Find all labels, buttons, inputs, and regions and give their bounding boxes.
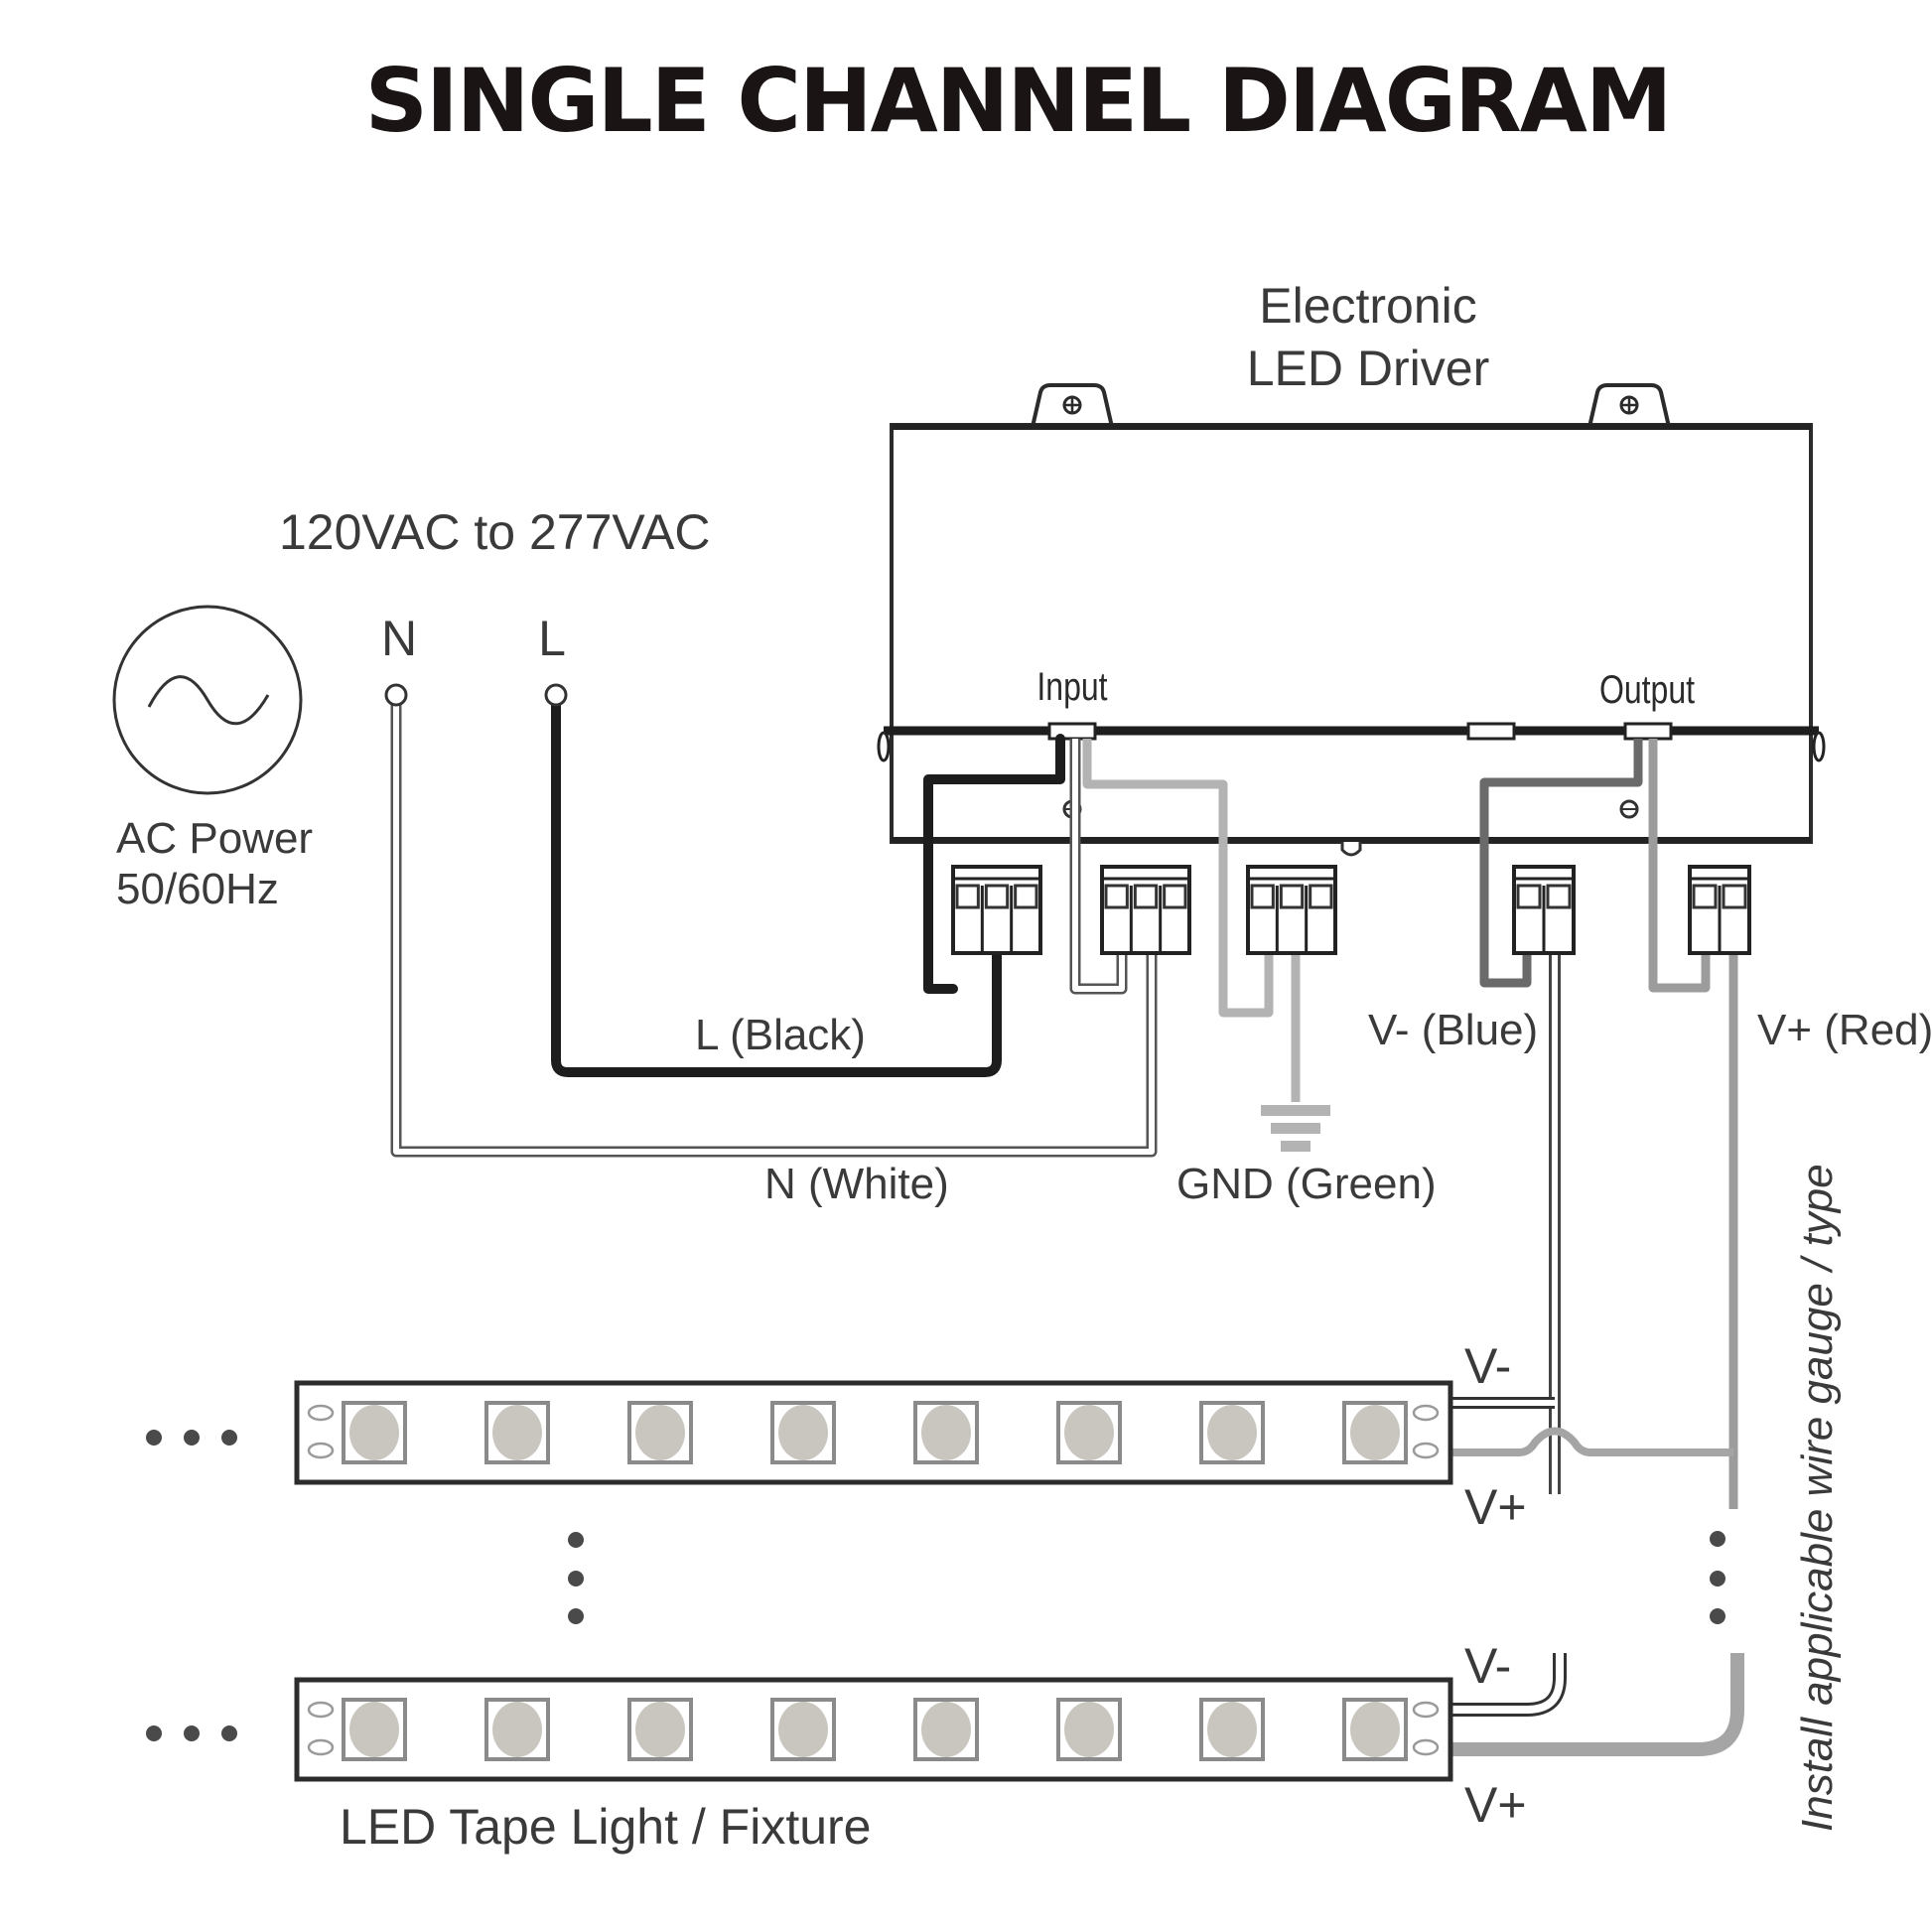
led-chip bbox=[1056, 1401, 1122, 1464]
wire-vminus-label: V- (Blue) bbox=[1368, 1006, 1538, 1054]
ac-sine-wave-icon bbox=[147, 675, 270, 726]
terminal-block-vminus bbox=[1512, 865, 1576, 955]
led-chip bbox=[1342, 1401, 1408, 1464]
driver-label-line1: Electronic bbox=[1259, 278, 1477, 334]
neutral-terminal bbox=[384, 683, 408, 707]
ellipsis-icon bbox=[568, 1532, 584, 1624]
output-label: Output bbox=[1599, 667, 1695, 712]
led-chip bbox=[627, 1401, 693, 1464]
ellipsis-icon bbox=[146, 1430, 237, 1446]
led-chip bbox=[342, 1698, 407, 1761]
terminal-block-vplus bbox=[1688, 865, 1751, 955]
led-chip bbox=[1056, 1698, 1122, 1761]
led-chip bbox=[484, 1698, 550, 1761]
ellipsis-icon bbox=[146, 1725, 237, 1741]
wire-ground-label: GND (Green) bbox=[1176, 1160, 1437, 1208]
output-port bbox=[1623, 722, 1673, 741]
terminal-block-line bbox=[951, 865, 1042, 955]
ac-power-source bbox=[112, 605, 303, 795]
wire-line-internal bbox=[923, 734, 1065, 994]
voltage-range-label: 120VAC to 277VAC bbox=[279, 504, 711, 560]
line-terminal-label: L bbox=[538, 611, 566, 666]
led-driver: Input Output bbox=[877, 383, 1826, 857]
led-chip bbox=[484, 1401, 550, 1464]
input-label: Input bbox=[1036, 664, 1107, 709]
line-terminal bbox=[544, 683, 568, 707]
strip1-vminus-label: V- bbox=[1464, 1338, 1511, 1394]
strip1-vplus-wire bbox=[1450, 1427, 1733, 1456]
wire-note: Install applicable wire gauge / type bbox=[1793, 1164, 1842, 1832]
driver-label-line2: LED Driver bbox=[1247, 341, 1489, 396]
ac-frequency-label: 50/60Hz bbox=[116, 865, 279, 913]
strip1-vplus-label: V+ bbox=[1464, 1479, 1527, 1535]
ellipsis-icon bbox=[1710, 1531, 1725, 1624]
led-chip bbox=[913, 1698, 979, 1761]
wire-ground-internal bbox=[1082, 739, 1274, 1018]
mounting-tab-right bbox=[1587, 383, 1671, 428]
mounting-tab-left bbox=[1031, 383, 1114, 428]
led-chip bbox=[1199, 1401, 1265, 1464]
led-chip bbox=[1342, 1698, 1408, 1761]
terminal-block-ground bbox=[1246, 865, 1337, 955]
driver-housing bbox=[890, 423, 1813, 844]
diagram-title: SINGLE CHANNEL DIAGRAM bbox=[365, 50, 1671, 152]
screw-icon bbox=[1062, 395, 1082, 415]
led-chip bbox=[770, 1698, 836, 1761]
led-chip bbox=[770, 1401, 836, 1464]
screw-icon bbox=[1619, 395, 1639, 415]
ground-icon bbox=[1261, 1105, 1330, 1152]
wire-line-label: L (Black) bbox=[695, 1011, 866, 1059]
wire-vplus-label: V+ (Red) bbox=[1757, 1006, 1932, 1054]
strip2-vplus-wire bbox=[1450, 1653, 1744, 1756]
led-tape-strip bbox=[294, 1380, 1453, 1485]
wire-line bbox=[551, 695, 1002, 1077]
center-port bbox=[1466, 722, 1516, 741]
strip2-vminus-label: V- bbox=[1464, 1638, 1511, 1694]
strip-label: LED Tape Light / Fixture bbox=[340, 1799, 871, 1855]
wire-neutral-label: N (White) bbox=[764, 1160, 949, 1208]
strip2-vplus-label: V+ bbox=[1464, 1777, 1527, 1833]
led-chip bbox=[342, 1401, 407, 1464]
led-tape-strip bbox=[294, 1677, 1453, 1782]
led-chip bbox=[627, 1698, 693, 1761]
led-chip bbox=[1199, 1698, 1265, 1761]
wire-vplus-internal bbox=[1648, 739, 1711, 993]
neutral-terminal-label: N bbox=[381, 611, 417, 666]
screw-icon bbox=[1619, 799, 1639, 819]
wire-vminus-internal bbox=[1479, 739, 1643, 988]
ac-power-label: AC Power bbox=[116, 814, 313, 863]
terminal-block-neutral bbox=[1100, 865, 1191, 955]
led-chip bbox=[913, 1401, 979, 1464]
